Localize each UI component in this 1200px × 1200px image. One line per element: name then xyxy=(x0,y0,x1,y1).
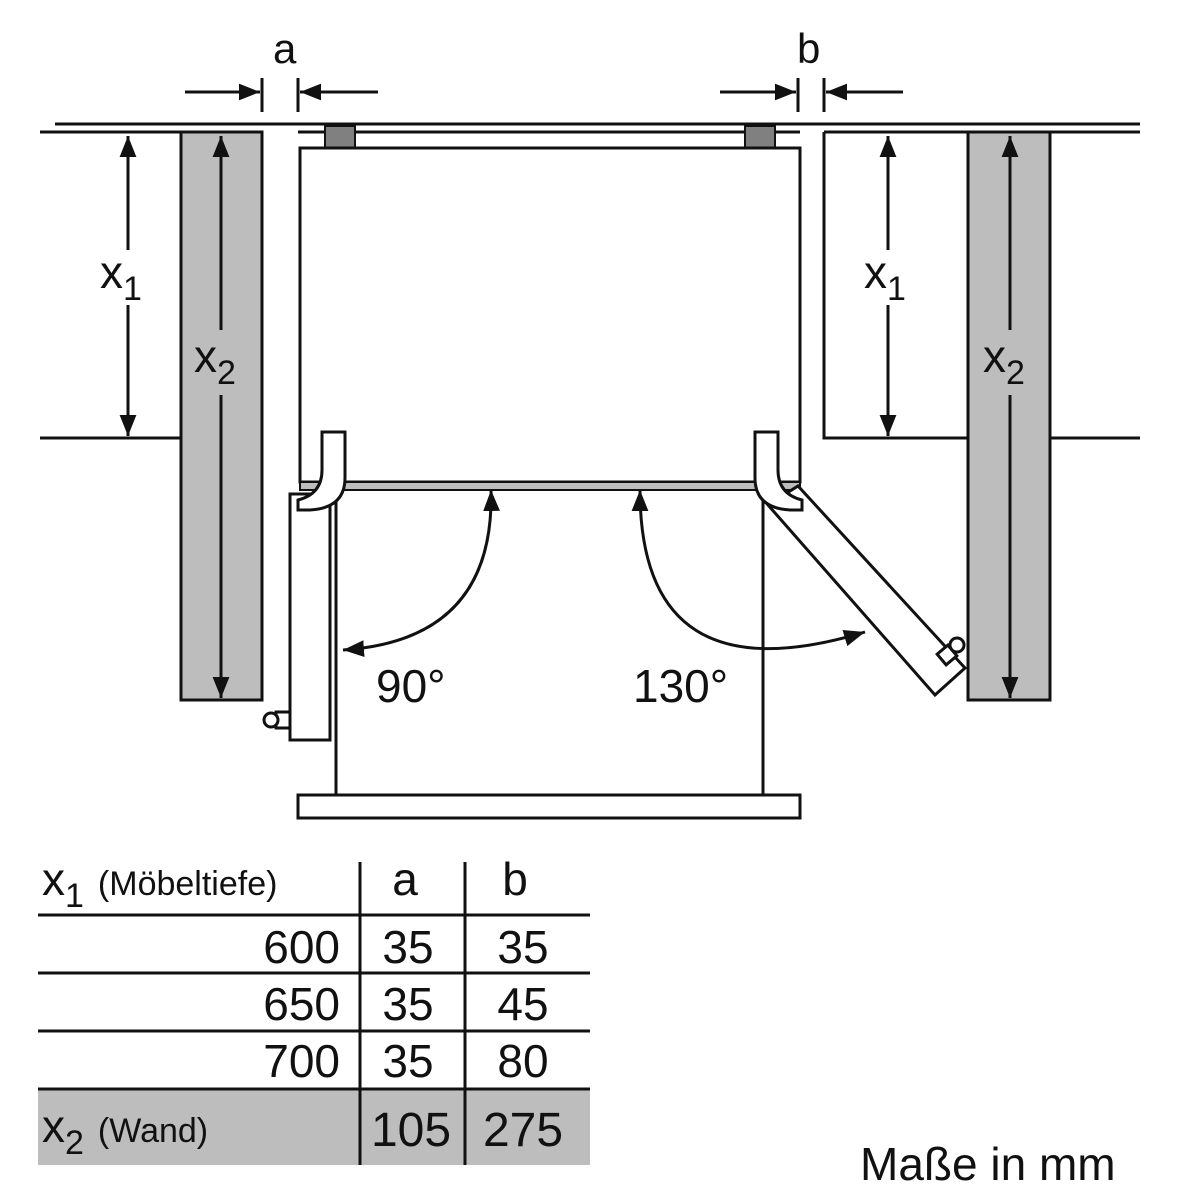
row-x1: 600 xyxy=(263,921,340,973)
wall-row-b: 275 xyxy=(483,1104,563,1157)
right-handle-icon xyxy=(935,636,966,667)
wall-row-background xyxy=(38,1089,590,1165)
angle-arc-90 xyxy=(342,489,500,657)
door-closed-line xyxy=(299,481,801,491)
angle-130-label: 130° xyxy=(633,660,728,712)
right-door-open-130 xyxy=(765,484,968,698)
row-b: 35 xyxy=(497,921,548,973)
left-x2-label: x2 xyxy=(194,330,236,392)
right-x1-label: x1 xyxy=(864,246,906,308)
row-x1: 650 xyxy=(263,978,340,1030)
row-x1: 700 xyxy=(263,1035,340,1087)
row-b: 45 xyxy=(497,978,548,1030)
plinth xyxy=(296,793,802,820)
right-spacer xyxy=(744,125,776,149)
label-a: a xyxy=(273,25,297,72)
row-a: 35 xyxy=(382,978,433,1030)
units-note: Maße in mm xyxy=(860,1138,1116,1190)
angle-90-label: 90° xyxy=(376,660,446,712)
angle-arc-130 xyxy=(631,489,866,651)
header-a: a xyxy=(392,853,418,905)
label-b: b xyxy=(797,25,820,72)
right-x2-label: x2 xyxy=(983,330,1025,392)
left-spacer xyxy=(324,125,356,149)
header-x1: x1(Möbeltiefe) xyxy=(42,853,277,915)
wall-row-a: 105 xyxy=(371,1104,451,1157)
wall-row-label: x2(Wand) xyxy=(42,1100,208,1162)
dimension-table: x1(Möbeltiefe) a b 600 35 35 650 35 45 7… xyxy=(38,853,590,1165)
header-b: b xyxy=(502,853,528,905)
left-door-open-90 xyxy=(288,492,332,742)
row-b: 80 xyxy=(497,1035,548,1087)
dimension-b: b xyxy=(720,25,903,112)
left-handle-icon xyxy=(262,710,292,730)
left-x1-label: x1 xyxy=(100,246,142,308)
left-hinge-icon xyxy=(296,430,347,512)
row-a: 35 xyxy=(382,1035,433,1087)
row-a: 35 xyxy=(382,921,433,973)
dimension-a: a xyxy=(185,25,378,112)
appliance-body xyxy=(298,146,802,484)
